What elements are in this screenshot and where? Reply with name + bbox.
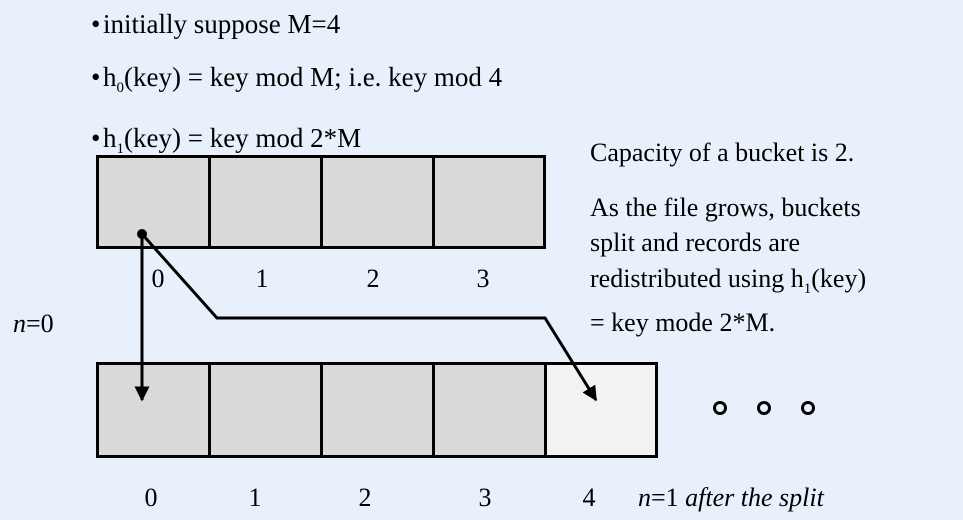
arrow-to-bucket-4 xyxy=(140,233,598,402)
top-bucket-label-2: 2 xyxy=(366,264,380,293)
top-bucket-label-3: 3 xyxy=(476,264,490,293)
bullet-2-marker: • xyxy=(91,62,101,92)
top-bucket-0 xyxy=(96,155,211,249)
bullet-3-marker: • xyxy=(91,123,101,153)
top-bucket-label-0: 0 xyxy=(151,264,165,293)
bullet-1-marker: • xyxy=(91,9,101,39)
top-bucket-1 xyxy=(208,155,323,249)
bottom-bucket-3 xyxy=(432,362,547,458)
grow-note-line-2: split and records are xyxy=(590,228,801,257)
grow-note-line-1: As the file grows, buckets xyxy=(590,193,861,222)
ellipsis-dot-2 xyxy=(757,401,771,415)
top-bucket-label-1: 1 xyxy=(255,264,269,293)
bullet-2-text: h0(key) = key mod M; i.e. key mod 4 xyxy=(103,62,503,96)
bottom-bucket-0 xyxy=(96,362,211,458)
n-before-label: n=0 xyxy=(13,309,54,338)
bottom-bucket-4 xyxy=(544,362,658,458)
ellipsis-dot-3 xyxy=(801,401,815,415)
n-after-label: n=1 after the split xyxy=(638,483,824,512)
bottom-bucket-label-1: 1 xyxy=(248,483,262,512)
bottom-bucket-label-4: 4 xyxy=(582,483,596,512)
ellipsis-dot-1 xyxy=(713,401,727,415)
top-bucket-3 xyxy=(432,155,546,249)
bullet-3-text: h1(key) = key mod 2*M xyxy=(103,123,362,157)
bottom-bucket-label-0: 0 xyxy=(144,483,158,512)
grow-note-line-3: redistributed using h1(key) xyxy=(590,264,867,297)
capacity-note: Capacity of a bucket is 2. xyxy=(590,138,855,167)
bottom-bucket-label-3: 3 xyxy=(478,483,492,512)
bullet-1-text: initially suppose M=4 xyxy=(103,9,341,39)
grow-note-line-4: = key mode 2*M. xyxy=(590,308,776,337)
bottom-bucket-label-2: 2 xyxy=(358,483,372,512)
